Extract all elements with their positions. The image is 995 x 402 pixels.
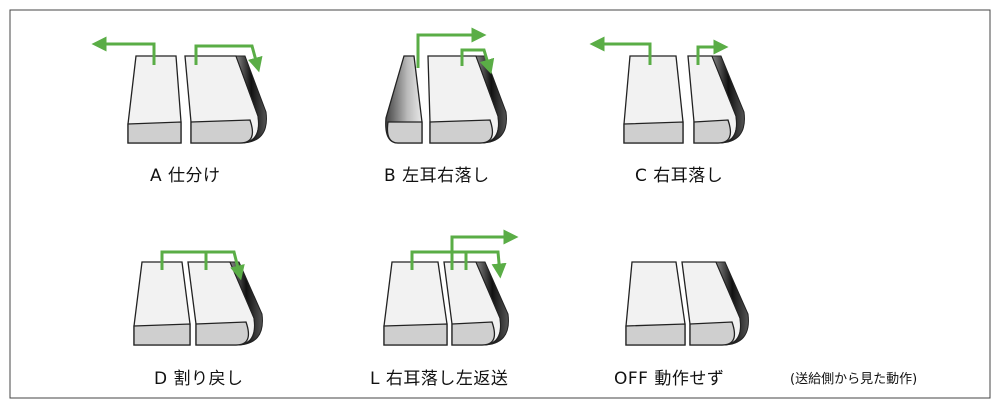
panel-l-figure — [383, 229, 519, 346]
panel-d-figure — [133, 250, 263, 346]
stone-piece-left-rounded — [385, 55, 423, 144]
panel-l-label: L 右耳落し左返送 — [370, 369, 509, 389]
stone-piece-rounded — [687, 55, 745, 144]
panel-off-figure — [625, 261, 749, 346]
stone-piece-rounded — [681, 261, 749, 346]
panel-a-label: A 仕分け — [150, 166, 221, 186]
arrow-right-top — [416, 27, 487, 68]
panel-c-figure — [589, 36, 745, 144]
arrow-right-down — [410, 250, 507, 279]
stone-piece-rounded — [187, 261, 263, 346]
arrow-right-top — [450, 229, 519, 270]
viewpoint-note: (送給側から見た動作) — [790, 372, 918, 387]
arrow-right — [160, 250, 245, 281]
stone-piece — [623, 55, 684, 144]
panel-off-label: OFF 動作せず — [614, 369, 725, 389]
panel-a-figure — [91, 36, 267, 144]
panel-c-label: C 右耳落し — [635, 166, 724, 186]
stone-piece — [383, 261, 448, 346]
stone-piece-rounded — [184, 55, 267, 144]
stone-piece — [133, 261, 191, 346]
panel-b-figure — [385, 27, 507, 144]
stone-piece-rounded — [427, 55, 507, 144]
panel-b-label: B 左耳右落し — [384, 166, 490, 186]
arrow-left — [589, 36, 652, 65]
arrow-left — [91, 36, 156, 65]
stone-piece-rounded — [443, 261, 509, 346]
stone-piece — [625, 261, 686, 346]
arrow-right — [194, 44, 263, 73]
arrow-right-down — [460, 48, 495, 75]
stone-piece — [127, 55, 182, 144]
panel-d-label: D 割り戻し — [154, 369, 244, 389]
arrow-right — [696, 39, 729, 65]
